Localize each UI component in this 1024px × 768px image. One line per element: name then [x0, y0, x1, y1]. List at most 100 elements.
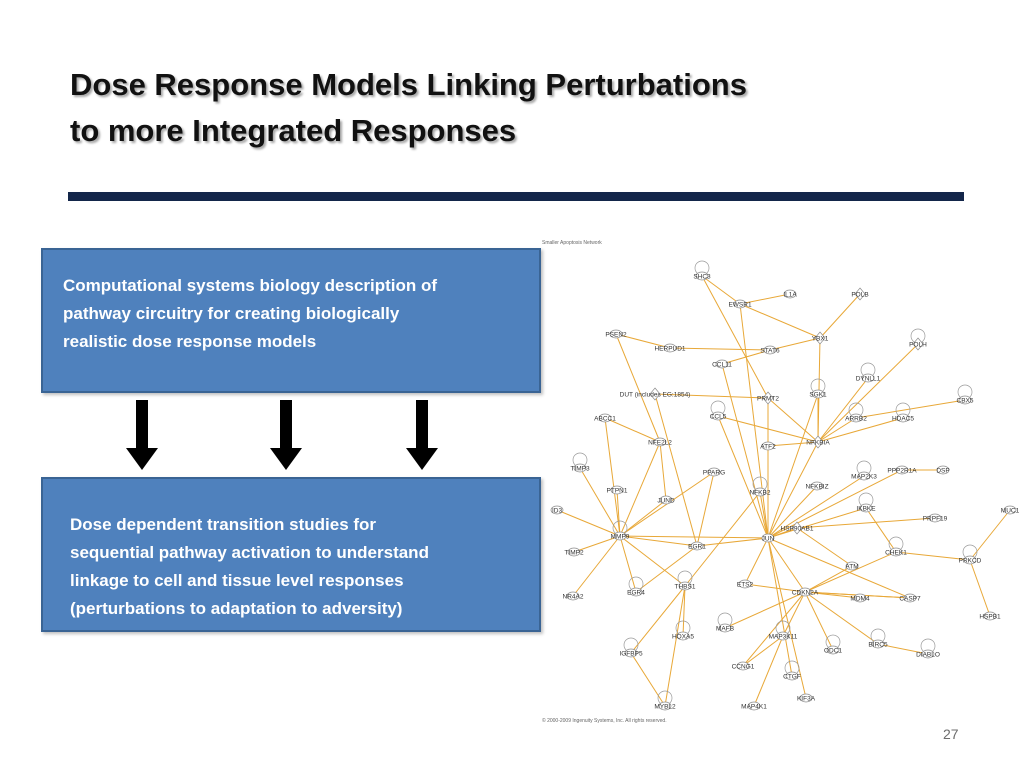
network-node: NFKB2 — [750, 476, 771, 497]
network-node-label: NFE2L2 — [648, 439, 672, 446]
network-node-label: NR4A2 — [563, 593, 584, 600]
network-edge — [579, 467, 621, 537]
network-node-label: MUC1 — [1001, 507, 1020, 514]
network-edge — [630, 652, 666, 707]
network-edge — [804, 591, 834, 651]
network-node-label: DSP — [936, 467, 949, 474]
network-edge — [855, 399, 966, 419]
network-node-label: CHEK1 — [885, 549, 907, 556]
network-node: DIABLO — [916, 638, 940, 659]
network-node: JUN — [761, 533, 775, 543]
network-node: TIMP2 — [564, 547, 584, 557]
network-edge — [742, 635, 784, 667]
network-node-label: CBX5 — [957, 397, 974, 404]
network-node: ID3 — [550, 505, 564, 515]
network-node-label: NFKBIA — [806, 439, 830, 446]
network-node: MAP4K1 — [741, 701, 767, 711]
network-node-label: PSEN2 — [605, 331, 627, 338]
network-edge — [696, 537, 769, 547]
network-edge — [682, 585, 686, 637]
network-node: PPP2R1A — [887, 465, 917, 475]
network-node: IL1A — [783, 289, 797, 299]
network-node-label: PPARG — [703, 469, 725, 476]
network-edge — [654, 393, 698, 547]
network-edge — [619, 535, 698, 547]
network-copyright: © 2000-2009 Ingenuity Systems, Inc. All … — [542, 717, 667, 724]
network-edge — [615, 333, 671, 349]
network-edge — [744, 583, 806, 593]
network-edge — [817, 343, 919, 443]
network-node-label: ID3 — [552, 507, 563, 514]
network-node: PRMT2 — [757, 391, 779, 405]
network-node: MMP9 — [611, 520, 630, 541]
network-edge — [895, 551, 971, 561]
network-node: IKBKE — [856, 492, 876, 513]
slide-title-line-1: Dose Response Models Linking Perturbatio… — [70, 67, 747, 102]
network-edge — [782, 591, 806, 637]
network-node: PSEN2 — [605, 329, 627, 339]
network-edge — [877, 643, 929, 655]
network-node: ARRB2 — [845, 402, 867, 423]
network-edge — [767, 537, 911, 599]
network-edge — [619, 499, 667, 537]
network-node-label: TIMP3 — [570, 465, 590, 472]
network-edge — [796, 517, 936, 529]
network-node-label: HDAC5 — [892, 415, 914, 422]
network-node-label: PTPN1 — [607, 487, 628, 494]
network-node-label: POLH — [909, 341, 927, 348]
network-node-label: ATF2 — [760, 443, 776, 450]
network-node-label: TIMP2 — [564, 549, 584, 556]
network-edge — [767, 537, 793, 677]
network-node: ATF2 — [760, 441, 776, 451]
network-node-label: NFKB2 — [750, 489, 771, 496]
network-node: STAT6 — [760, 345, 780, 355]
network-edge — [619, 535, 637, 593]
network-edge — [742, 591, 806, 667]
network-node-label: SHC3 — [693, 273, 711, 280]
network-node: HSP90AB1 — [781, 521, 814, 535]
network-edge — [767, 441, 819, 447]
network-node-label: KIF3A — [797, 695, 816, 702]
network-node-label: CTGF — [783, 673, 801, 680]
network-edge — [615, 333, 661, 443]
network-edges — [556, 275, 1011, 707]
box-text-line: linkage to cell and tissue level respons… — [70, 571, 404, 590]
network-edge — [701, 275, 741, 305]
down-arrow-icon — [406, 400, 438, 470]
network-edge — [619, 441, 661, 537]
network-node-label: POLB — [851, 291, 868, 298]
network-node: EGR1 — [688, 541, 706, 551]
network-node-label: EGR1 — [688, 543, 706, 550]
network-node-label: PRMT2 — [757, 395, 779, 402]
network-node-label: HSP90AB1 — [781, 525, 814, 532]
network-node-label: HSPB1 — [979, 613, 1001, 620]
network-edge — [767, 393, 819, 539]
network-node-label: MAP2K3 — [851, 473, 877, 480]
page-number: 27 — [943, 726, 959, 742]
network-edge — [573, 535, 621, 553]
network-edge — [969, 509, 1011, 561]
network-node-label: SGK1 — [809, 391, 827, 398]
network-edge — [767, 475, 865, 539]
network-node-label: DUT (includes EG:1854) — [620, 391, 691, 398]
network-edge — [630, 585, 686, 654]
network-node-label: DYNLL1 — [856, 375, 881, 382]
network-node-label: EWSR1 — [728, 301, 752, 308]
network-edge — [767, 469, 903, 539]
network-node: NFE2L2 — [648, 437, 672, 447]
network-edge — [767, 507, 867, 539]
network-node: MAP3K11 — [769, 620, 798, 641]
network-edge — [865, 507, 897, 553]
network-node: MYBL2 — [654, 690, 676, 711]
title-divider — [68, 192, 964, 201]
network-node: YBX1 — [812, 331, 829, 345]
slide-title-line-2: to more Integrated Responses — [70, 113, 517, 148]
network-edge — [804, 551, 897, 593]
network-edge — [669, 347, 771, 351]
network-node-label: ODC1 — [824, 647, 842, 654]
network-edge — [604, 417, 621, 537]
network-node: IGFBP5 — [619, 637, 643, 658]
network-node: POLB — [851, 287, 869, 301]
network-node: EWSR1 — [728, 299, 752, 309]
network-edge — [769, 337, 821, 351]
